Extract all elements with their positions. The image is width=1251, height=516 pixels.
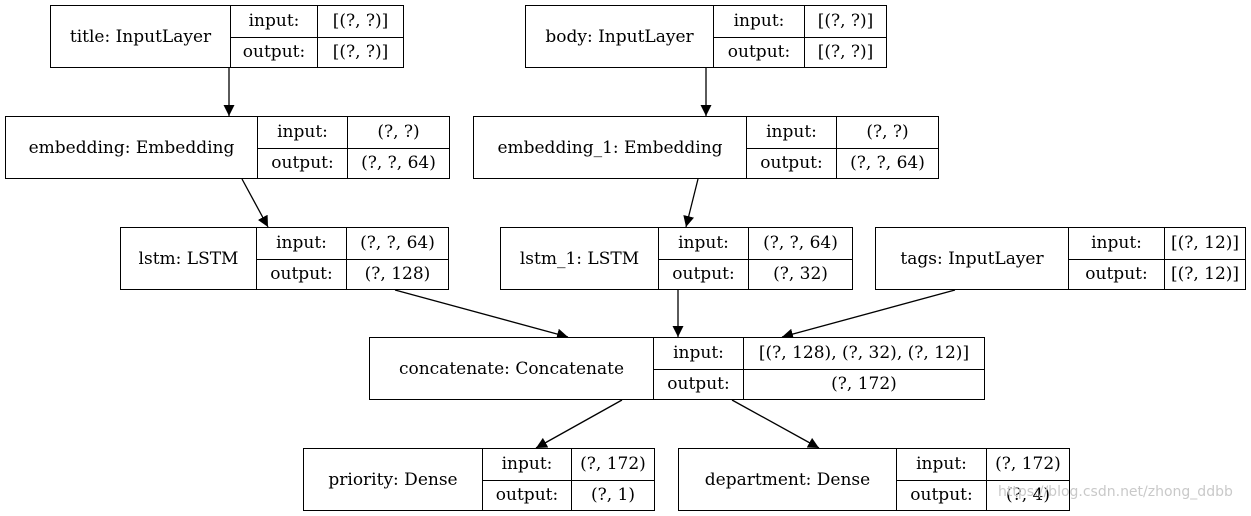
input-shape: [(?, ?)]: [817, 11, 874, 32]
input-label: input:: [659, 228, 749, 259]
output-label: output:: [231, 37, 318, 67]
edge-concatenate-to-department: [731, 399, 820, 449]
output-shape: [(?, ?)]: [817, 42, 874, 63]
node-lstm-1-name: lstm_1: LSTM: [501, 228, 659, 289]
edge-tags-to-concatenate: [781, 289, 956, 340]
node-embedding: embedding: Embedding input: (?, ?) output…: [5, 116, 450, 179]
output-shape: [(?, 12)]: [1170, 264, 1240, 285]
node-department-name: department: Dense: [679, 449, 897, 510]
input-shape: (?, 172): [995, 454, 1061, 475]
edge-embedding_1-to-lstm_1: [683, 178, 699, 228]
input-label: input:: [258, 117, 348, 148]
edge-lstm-to-concatenate: [394, 289, 569, 340]
input-shape: [(?, 12)]: [1170, 233, 1240, 254]
input-shape: [(?, ?)]: [332, 11, 389, 32]
input-label: input:: [1069, 228, 1165, 259]
input-label: input:: [747, 117, 837, 148]
node-priority: priority: Dense input: (?, 172) output: (?…: [303, 448, 655, 511]
node-body: body: InputLayer input: [(?, ?)] output: […: [525, 5, 887, 68]
input-label: input:: [714, 6, 805, 37]
output-label: output:: [897, 480, 987, 510]
node-concatenate-name: concatenate: Concatenate: [370, 338, 654, 399]
node-concatenate: concatenate: Concatenate input: [(?, 128)…: [369, 337, 985, 400]
watermark-text: https://blog.csdn.net/zhong_ddbb: [998, 484, 1233, 500]
node-tags-name: tags: InputLayer: [876, 228, 1069, 289]
input-shape: (?, ?, 64): [763, 233, 838, 254]
node-title-name: title: InputLayer: [51, 6, 231, 67]
input-shape: (?, 172): [580, 454, 646, 475]
node-embedding-1-name: embedding_1: Embedding: [474, 117, 747, 178]
node-body-name: body: InputLayer: [526, 6, 714, 67]
output-label: output:: [714, 37, 805, 67]
input-shape: (?, ?): [377, 122, 420, 143]
edge-concatenate-to-priority: [535, 399, 623, 449]
node-priority-name: priority: Dense: [304, 449, 483, 510]
input-label: input:: [257, 228, 347, 259]
node-embedding-1: embedding_1: Embedding input: (?, ?) outp…: [473, 116, 939, 179]
output-shape: (?, 4): [1005, 485, 1050, 506]
output-label: output:: [659, 259, 749, 289]
edge-embedding-to-lstm: [241, 178, 269, 228]
output-shape: (?, 32): [773, 264, 828, 285]
input-label: input:: [483, 449, 572, 480]
node-title: title: InputLayer input: [(?, ?)] output:…: [50, 5, 404, 68]
input-label: input:: [897, 449, 987, 480]
output-shape: (?, 128): [364, 264, 431, 285]
input-label: input:: [654, 338, 744, 369]
output-label: output:: [1069, 259, 1165, 289]
input-shape: (?, ?, 64): [360, 233, 435, 254]
output-label: output:: [257, 259, 347, 289]
output-label: output:: [654, 369, 744, 399]
output-label: output:: [747, 148, 837, 178]
node-lstm-name: lstm: LSTM: [121, 228, 257, 289]
node-embedding-name: embedding: Embedding: [6, 117, 258, 178]
output-shape: [(?, ?)]: [332, 42, 389, 63]
node-tags: tags: InputLayer input:[(?, 12)] output:…: [875, 227, 1246, 290]
output-shape: (?, 172): [831, 374, 897, 395]
input-shape: (?, ?): [866, 122, 909, 143]
input-label: input:: [231, 6, 318, 37]
output-shape: (?, ?, 64): [361, 153, 436, 174]
output-label: output:: [483, 480, 572, 510]
output-shape: (?, 1): [590, 485, 635, 506]
output-label: output:: [258, 148, 348, 178]
node-lstm-1: lstm_1: LSTM input: (?, ?, 64) output: (?,…: [500, 227, 853, 290]
output-shape: (?, ?, 64): [850, 153, 925, 174]
node-department: department: Dense input: (?, 172) output:…: [678, 448, 1070, 511]
input-shape: [(?, 128), (?, 32), (?, 12)]: [758, 343, 970, 364]
node-lstm: lstm: LSTM input: (?, ?, 64) output: (?, 1…: [120, 227, 449, 290]
